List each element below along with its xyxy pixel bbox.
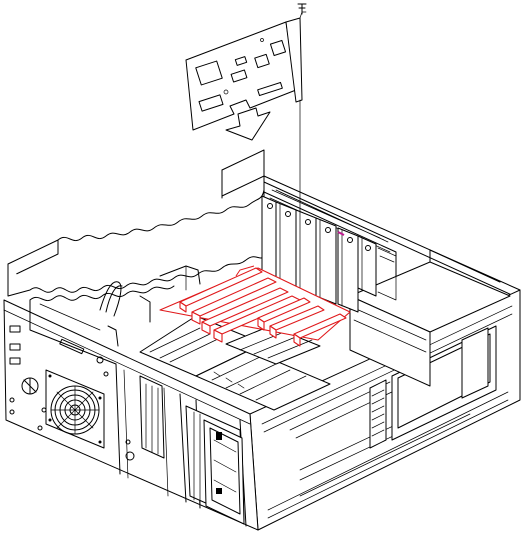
key-lock-icon [21, 377, 39, 395]
power-supply [349, 249, 511, 387]
installed-cards [261, 195, 397, 313]
chassis [3, 149, 521, 531]
pci-slots [159, 265, 351, 347]
cooling-fan [45, 369, 105, 449]
screw-icon [297, 3, 307, 15]
insert-arrow-icon [225, 107, 271, 141]
cd-rom-drive [203, 419, 245, 525]
expansion-card [185, 3, 307, 233]
